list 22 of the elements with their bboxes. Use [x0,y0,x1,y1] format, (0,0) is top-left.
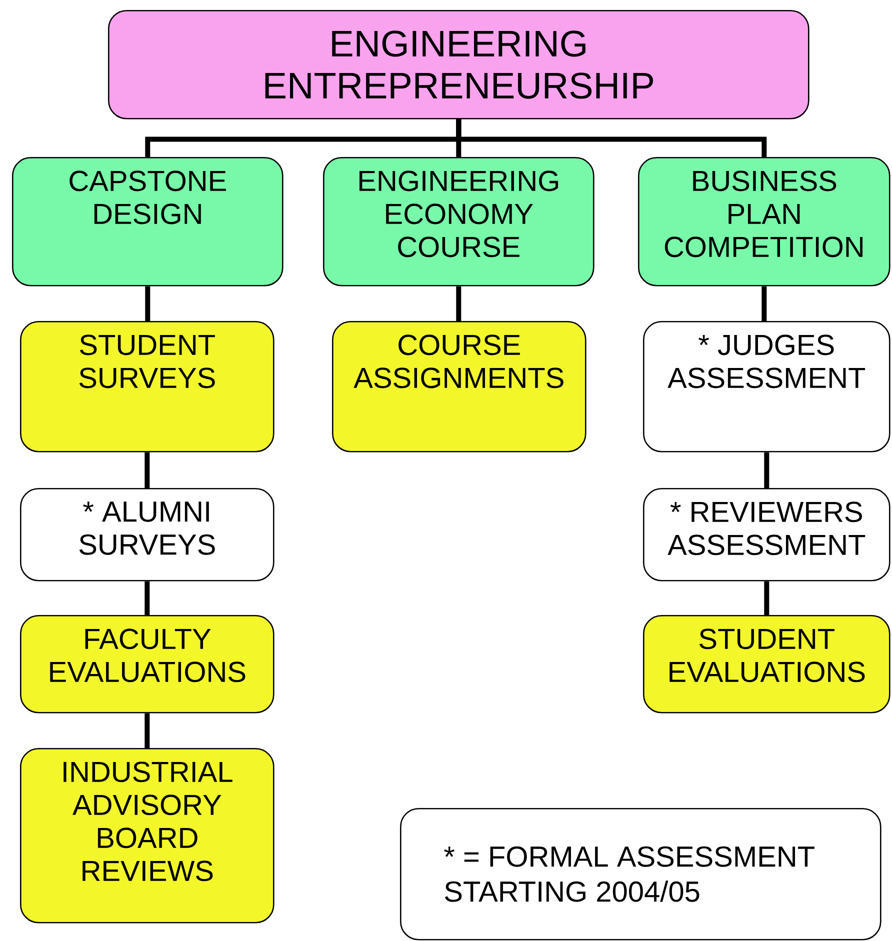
note-box: * = FORMAL ASSESSMENT STARTING 2004/05 [400,808,882,940]
connector-line [144,713,150,748]
method-box: INDUSTRIAL ADVISORY BOARD REVIEWS [20,748,274,924]
method-box: FACULTY EVALUATIONS [20,615,274,714]
method-box: * JUDGES ASSESSMENT [643,321,890,452]
category-box: BUSINESS PLAN COMPETITION [638,157,890,286]
connector-line [456,286,462,321]
method-box: STUDENT SURVEYS [20,321,274,452]
connector-line [456,119,767,157]
method-box: * ALUMNI SURVEYS [20,488,274,582]
connector-line [144,452,150,488]
connector-line [764,581,770,615]
title-box: ENGINEERING ENTREPRENEURSHIP [108,10,810,120]
connector-line [144,581,150,615]
connector-line [762,286,767,321]
category-box: ENGINEERING ECONOMY COURSE [323,157,594,286]
category-box: CAPSTONE DESIGN [12,157,284,286]
connector-line [764,452,770,488]
method-box: STUDENT EVALUATIONS [643,615,890,714]
method-box: COURSE ASSIGNMENTS [332,321,586,452]
connector-line [145,286,150,321]
method-box: * REVIEWERS ASSESSMENT [643,488,890,582]
